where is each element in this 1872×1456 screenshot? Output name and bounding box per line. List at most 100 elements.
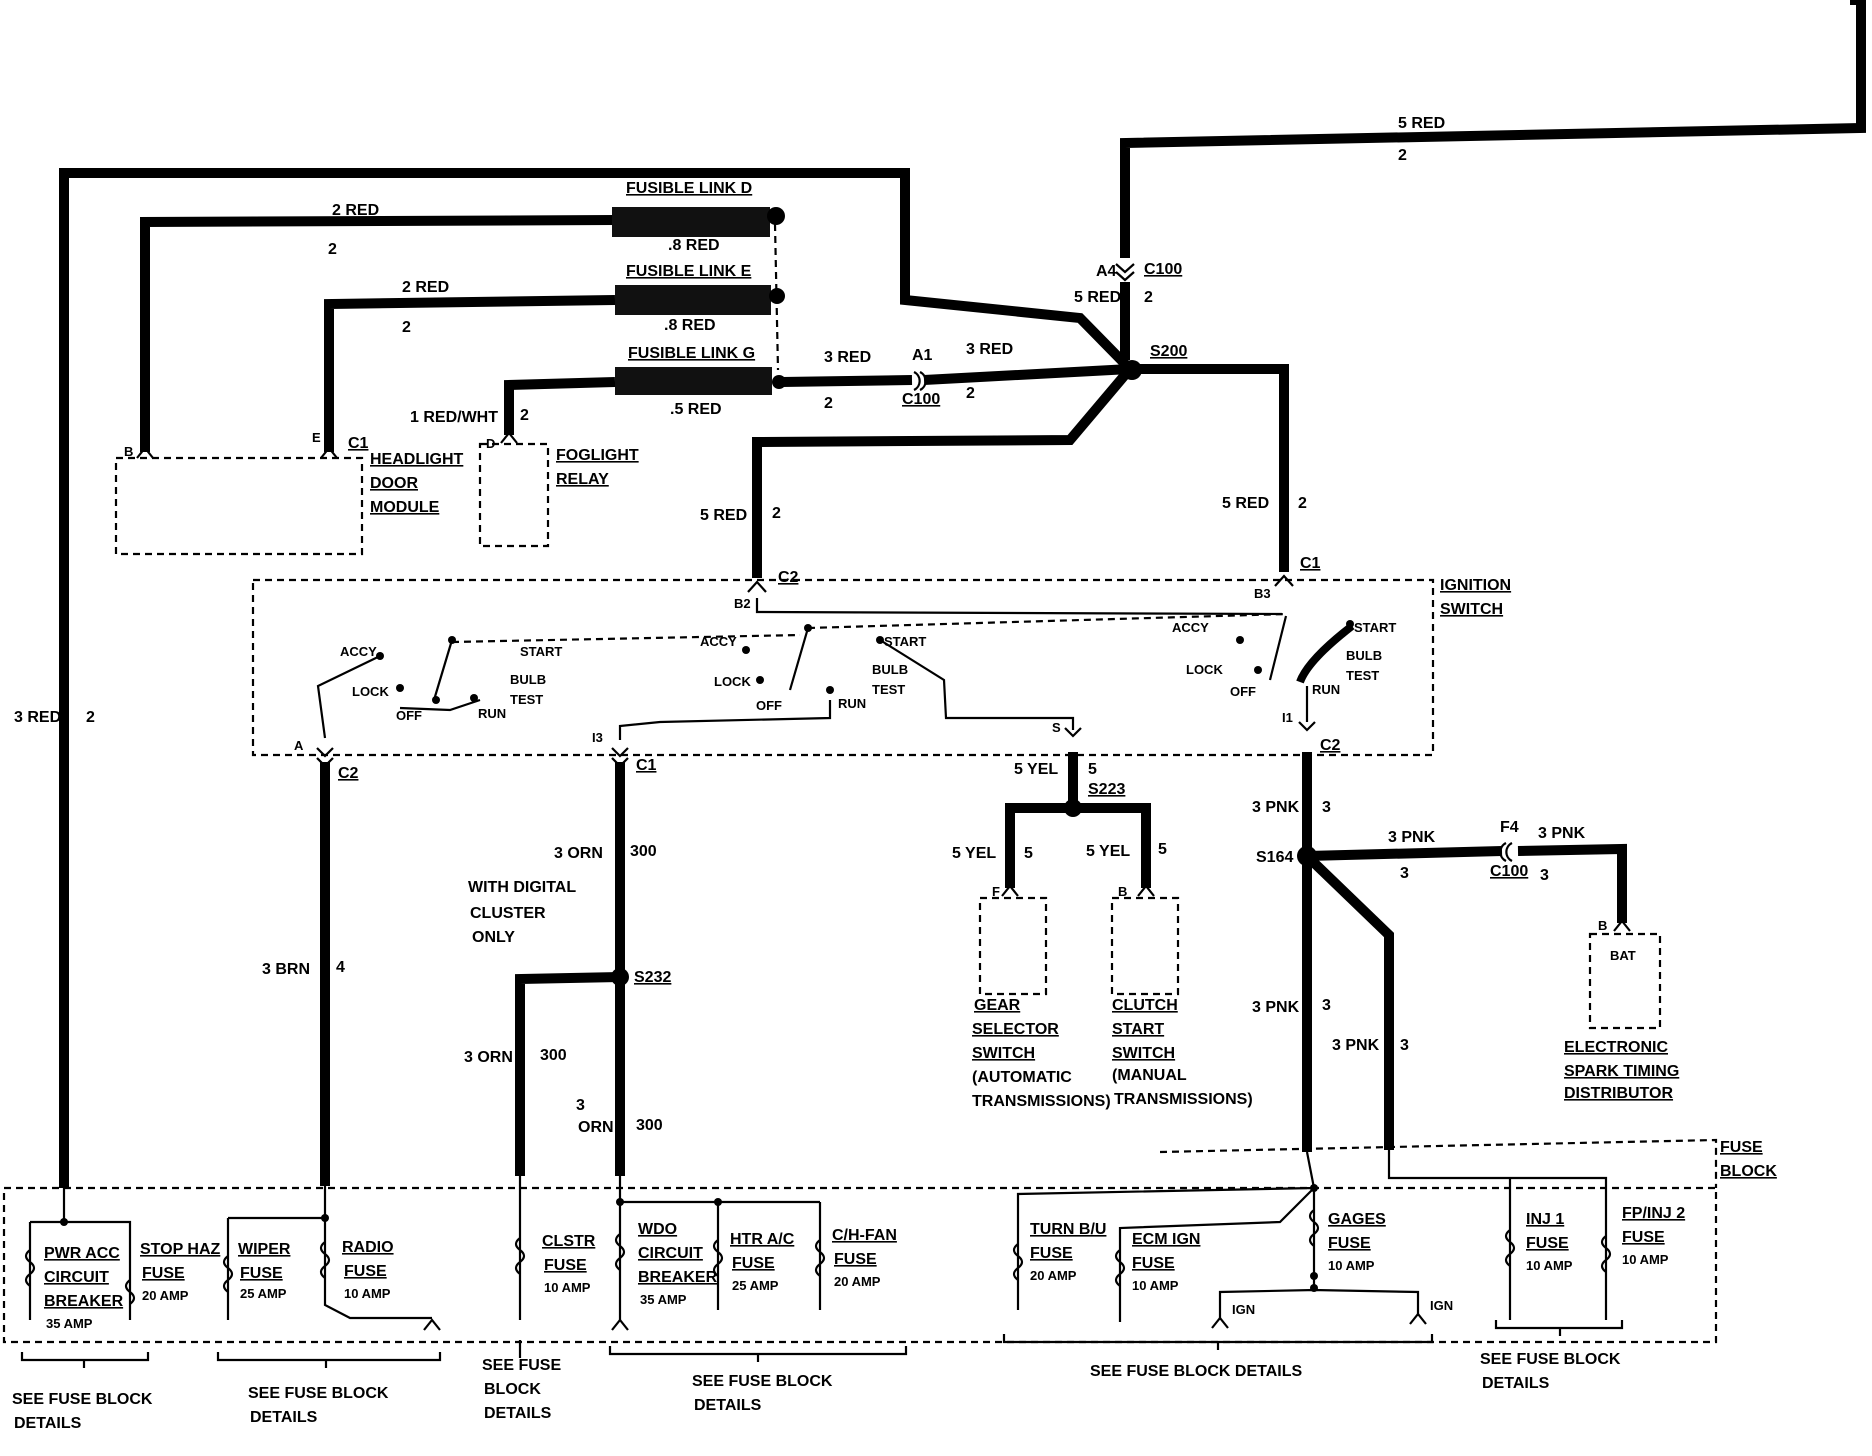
link-out-circuit2: 2 bbox=[966, 385, 975, 402]
labels: 5 RED 2 A4 C100 5 RED 2 S200 FUSIBLE LIN… bbox=[12, 115, 1777, 1432]
fusible-link-e-wire: .8 RED bbox=[664, 317, 716, 334]
fuse-text: INJ 1 bbox=[1526, 1211, 1564, 1228]
dist-name-1: ELECTRONIC bbox=[1564, 1039, 1668, 1056]
ign-left-run bbox=[399, 698, 481, 712]
dist-b-mark bbox=[1613, 919, 1631, 932]
gear-name-1: GEAR bbox=[974, 997, 1021, 1014]
dist-name-2: SPARK TIMING bbox=[1564, 1063, 1679, 1080]
fuse-rating: 10 AMP bbox=[344, 1286, 391, 1301]
fuse-text: FUSE bbox=[142, 1265, 185, 1282]
fog-pin-d: D bbox=[486, 436, 495, 451]
ign-mid-gang bbox=[807, 612, 1288, 630]
hdlt-name-3: MODULE bbox=[370, 499, 440, 516]
gear-pin: F bbox=[992, 884, 1000, 899]
wdo-ground bbox=[611, 1318, 629, 1331]
clutch-b-mark bbox=[1137, 884, 1155, 897]
fuse-rating: 10 AMP bbox=[1622, 1252, 1669, 1267]
left-wire-circuit: 2 bbox=[86, 709, 95, 726]
thick-wires bbox=[59, 0, 1866, 1188]
brn-circuit: 4 bbox=[336, 959, 345, 976]
s223-label: S223 bbox=[1088, 781, 1125, 798]
gear-name-2: SELECTOR bbox=[972, 1021, 1059, 1038]
ign-left-out bbox=[618, 700, 832, 740]
s200-dot bbox=[1122, 360, 1142, 380]
clutch-name-1: CLUTCH bbox=[1112, 997, 1178, 1014]
out-conn-i3: C1 bbox=[636, 757, 657, 774]
yel-left-circuit: 5 bbox=[1024, 845, 1033, 862]
s223-dot bbox=[1064, 799, 1082, 817]
fusible-link-d-name: FUSIBLE LINK D bbox=[626, 180, 752, 197]
fuse-text: ECM IGN bbox=[1132, 1231, 1200, 1248]
wire-left-3red bbox=[59, 168, 1134, 1188]
gear-selector-box bbox=[978, 896, 1048, 996]
fusible-link-d-wire: .8 RED bbox=[668, 237, 720, 254]
yel-right-label: 5 YEL bbox=[1086, 843, 1130, 860]
fuse-wdo bbox=[614, 1233, 626, 1271]
fuse-text: HTR A/C bbox=[730, 1231, 795, 1248]
out-pin-a: A bbox=[294, 738, 304, 753]
brn-label: 3 BRN bbox=[262, 961, 310, 978]
b2-mark bbox=[747, 580, 767, 593]
fuse-clstr-label: CLSTR FUSE 10 AMP bbox=[542, 1233, 596, 1295]
ign-feed-right-circuit: 2 bbox=[1298, 495, 1307, 512]
see-details-3-c: DETAILS bbox=[484, 1405, 552, 1422]
fuse-rating: 10 AMP bbox=[1328, 1258, 1375, 1273]
fuse-text: FUSE bbox=[1622, 1229, 1665, 1246]
link-out-label: 3 RED bbox=[824, 349, 871, 366]
fuse-rating: 10 AMP bbox=[1132, 1278, 1179, 1293]
fusible-link-d bbox=[612, 207, 770, 237]
wire-top-5red bbox=[1120, 0, 1866, 258]
pos-run-left: RUN bbox=[478, 706, 506, 721]
ign-left-gang bbox=[451, 633, 801, 644]
splice-dots bbox=[611, 360, 1317, 986]
fuse-block-internals bbox=[20, 1150, 1624, 1368]
fuse-stop-haz bbox=[124, 1279, 136, 1305]
orn-main-label: 3 ORN bbox=[554, 845, 603, 862]
fuse-radio-label: RADIO FUSE 10 AMP bbox=[342, 1239, 394, 1301]
orn-low-circuit: 300 bbox=[636, 1117, 663, 1134]
pos-test-right: TEST bbox=[1346, 668, 1379, 683]
orn-low-b: ORN bbox=[578, 1119, 614, 1136]
bracket-5 bbox=[1002, 1334, 1434, 1350]
fuse-inj1-label: INJ 1 FUSE 10 AMP bbox=[1526, 1211, 1573, 1273]
contact-dot bbox=[432, 696, 440, 704]
fog-d-mark bbox=[500, 431, 518, 444]
ign-bus bbox=[1218, 1288, 1420, 1320]
yel-right-circuit: 5 bbox=[1158, 841, 1167, 858]
hdlt-name-1: HEADLIGHT bbox=[370, 451, 464, 468]
headlight-door-module-box bbox=[114, 456, 364, 556]
pos-start-left: START bbox=[520, 644, 562, 659]
fuse-block-name-2: BLOCK bbox=[1720, 1163, 1777, 1180]
fuse-radio bbox=[319, 1241, 331, 1279]
pos-accy-left: ACCY bbox=[340, 644, 377, 659]
link-g-feed-label: 1 RED/WHT bbox=[410, 409, 498, 426]
wire-3orn-branch bbox=[515, 972, 621, 1176]
yel-main-label: 5 YEL bbox=[1014, 761, 1058, 778]
ignition-internals bbox=[316, 598, 1355, 740]
bracket-1 bbox=[20, 1352, 150, 1368]
pin-i1-mark bbox=[1298, 721, 1316, 732]
ign-feed-left-wire: 5 RED bbox=[700, 507, 747, 524]
s164-label: S164 bbox=[1256, 849, 1293, 866]
fusible-link-e bbox=[615, 285, 771, 315]
fusible-links bbox=[612, 207, 786, 395]
out-conn-a: C2 bbox=[338, 765, 359, 782]
fb-dot bbox=[60, 1218, 68, 1226]
bracket-4 bbox=[608, 1346, 908, 1362]
distributor-box bbox=[1588, 932, 1662, 1030]
fuse-text: STOP HAZ bbox=[140, 1241, 221, 1258]
link-d-feed-circuit: 2 bbox=[328, 241, 337, 258]
pos-off-mid: OFF bbox=[756, 698, 782, 713]
fuse-text: PWR ACC bbox=[44, 1245, 120, 1262]
bracket-6 bbox=[1494, 1320, 1624, 1336]
fuse-text: RADIO bbox=[342, 1239, 394, 1256]
contact-dot bbox=[470, 694, 478, 702]
contact-dot bbox=[1346, 620, 1354, 628]
fuse-text: FUSE bbox=[1132, 1255, 1175, 1272]
contact-dot bbox=[756, 676, 764, 684]
wire-3pnk-diag bbox=[1303, 852, 1394, 1150]
see-details-4-a: SEE FUSE BLOCK bbox=[692, 1373, 833, 1390]
pos-test-mid: TEST bbox=[872, 682, 905, 697]
fuse-block-tab bbox=[1159, 1138, 1718, 1188]
